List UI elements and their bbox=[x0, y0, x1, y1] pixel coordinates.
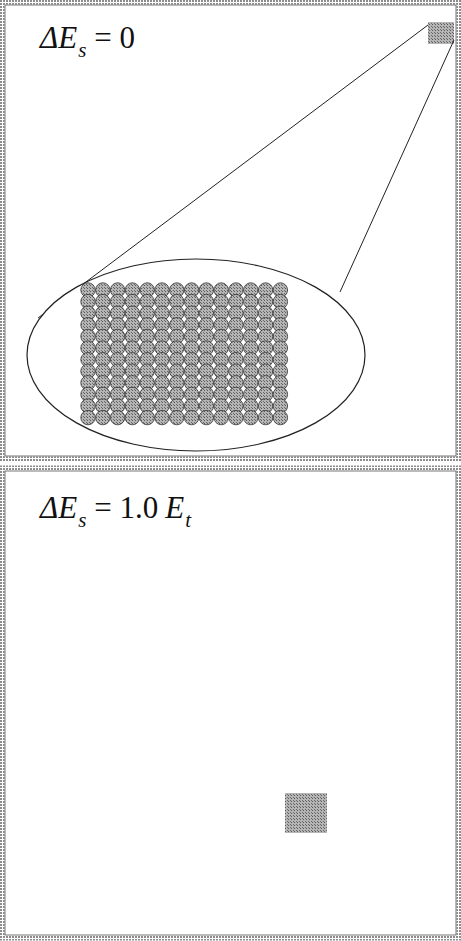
particle-square bbox=[428, 22, 454, 44]
particle bbox=[199, 410, 213, 424]
particle bbox=[96, 410, 110, 424]
subscript-text: s bbox=[78, 40, 86, 61]
particle bbox=[155, 410, 169, 424]
particle-square bbox=[285, 793, 327, 833]
magnified-view bbox=[27, 259, 365, 451]
particle bbox=[214, 410, 228, 424]
panel-frame bbox=[2, 468, 459, 938]
particle bbox=[140, 410, 154, 424]
particle bbox=[184, 410, 198, 424]
subscript-text: t bbox=[185, 510, 191, 531]
particle bbox=[229, 410, 243, 424]
equation-text: ΔE bbox=[40, 22, 77, 53]
particle-grid bbox=[81, 283, 288, 425]
particle bbox=[170, 410, 184, 424]
equation-text: E bbox=[165, 492, 184, 523]
particle bbox=[81, 410, 95, 424]
equation-text: = 0 bbox=[94, 22, 135, 53]
particle bbox=[244, 410, 258, 424]
panel-frame bbox=[2, 2, 459, 459]
particle bbox=[258, 410, 272, 424]
particle bbox=[110, 410, 124, 424]
subscript-text: s bbox=[78, 510, 86, 531]
equation-text: ΔE bbox=[40, 492, 77, 523]
particle bbox=[125, 410, 139, 424]
magnification-line bbox=[340, 40, 454, 292]
particle bbox=[273, 410, 287, 424]
equation-text: = 1.0 bbox=[94, 492, 158, 523]
